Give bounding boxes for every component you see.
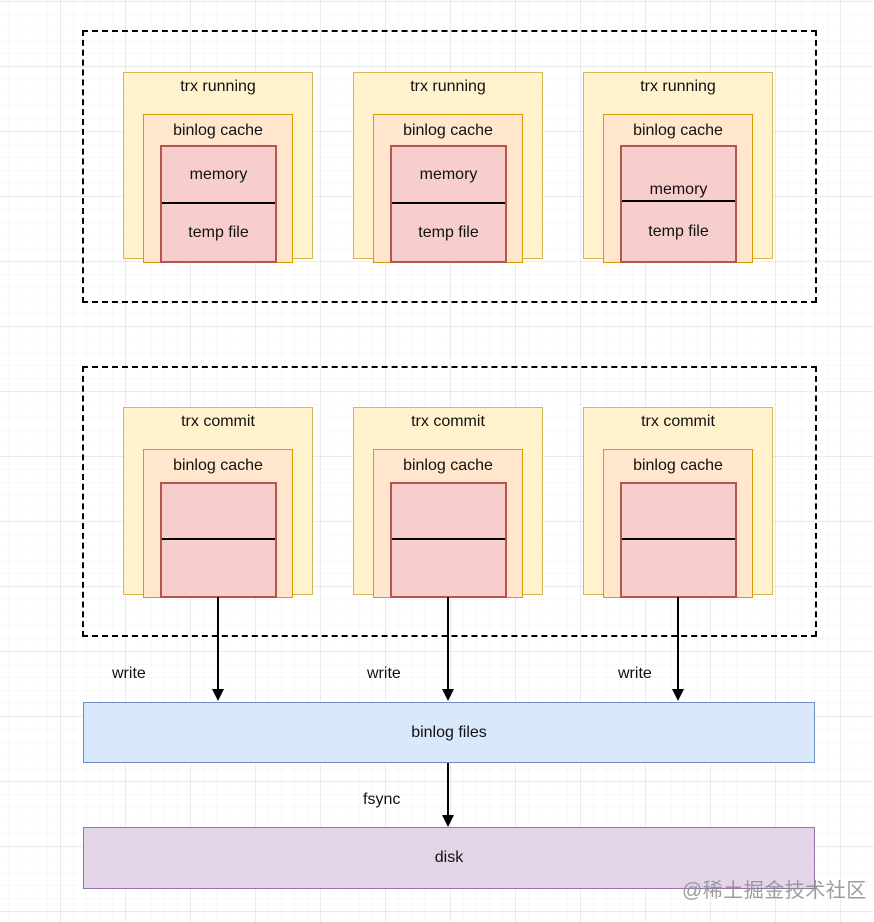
fsync-label: fsync — [363, 791, 401, 808]
trx-running-box-3: trx running binlog cache memory temp fil… — [583, 72, 773, 263]
temp-file-cell — [162, 540, 275, 596]
memory-cell: memory — [622, 147, 735, 202]
temp-file-cell: temp file — [648, 222, 709, 240]
temp-file-cell — [392, 540, 505, 596]
trx-commit-box-3: trx commit binlog cache — [583, 407, 773, 598]
temp-file-cell — [622, 540, 735, 596]
fsync-arrow-head — [442, 815, 454, 827]
trx-running-dashed-group — [82, 30, 817, 303]
disk-label: disk — [434, 849, 464, 866]
binlog-cache-label: binlog cache — [403, 457, 493, 474]
cache-storage-box — [620, 482, 737, 598]
binlog-files-bar: binlog files — [83, 702, 815, 763]
binlog-cache-label: binlog cache — [173, 122, 263, 139]
write-label: write — [367, 665, 401, 682]
temp-file-cell: temp file — [188, 223, 249, 241]
write-arrow-head — [442, 689, 454, 701]
write-arrow-head — [212, 689, 224, 701]
watermark: @稀土掘金技术社区 — [682, 880, 867, 902]
trx-running-title: trx running — [180, 78, 256, 95]
trx-commit-title: trx commit — [411, 413, 485, 430]
cache-storage-box — [390, 482, 507, 598]
cache-storage-box: memory temp file — [160, 145, 277, 263]
binlog-cache-label: binlog cache — [633, 122, 723, 139]
memory-cell — [622, 484, 735, 540]
write-arrow-line — [217, 597, 219, 689]
trx-commit-box-1: trx commit binlog cache — [123, 407, 313, 598]
trx-running-title: trx running — [410, 78, 486, 95]
memory-cell — [392, 484, 505, 540]
trx-commit-dashed-group — [82, 366, 817, 637]
write-label: write — [618, 665, 652, 682]
trx-running-box-1: trx running binlog cache memory temp fil… — [123, 72, 313, 263]
trx-commit-box-2: trx commit binlog cache — [353, 407, 543, 598]
memory-cell: memory — [392, 147, 505, 204]
trx-running-box-2: trx running binlog cache memory temp fil… — [353, 72, 543, 263]
cache-storage-box: memory temp file — [620, 145, 737, 263]
cache-storage-box: memory temp file — [390, 145, 507, 263]
write-arrow-head — [672, 689, 684, 701]
write-arrow-line — [447, 597, 449, 689]
trx-running-title: trx running — [640, 78, 716, 95]
binlog-cache-label: binlog cache — [173, 457, 263, 474]
memory-cell: memory — [162, 147, 275, 204]
trx-commit-title: trx commit — [641, 413, 715, 430]
disk-bar: disk — [83, 827, 815, 889]
binlog-cache-label: binlog cache — [633, 457, 723, 474]
binlog-cache-label: binlog cache — [403, 122, 493, 139]
write-label: write — [112, 665, 146, 682]
temp-file-cell: temp file — [418, 223, 479, 241]
fsync-arrow-line — [447, 763, 449, 815]
write-arrow-line — [677, 597, 679, 689]
cache-storage-box — [160, 482, 277, 598]
trx-commit-title: trx commit — [181, 413, 255, 430]
binlog-files-label: binlog files — [411, 723, 487, 741]
memory-cell — [162, 484, 275, 540]
